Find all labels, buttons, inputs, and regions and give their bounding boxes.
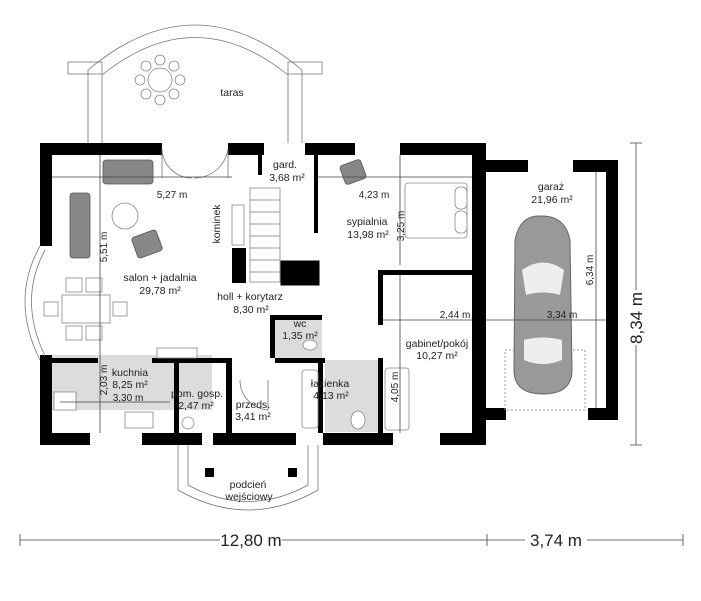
room-area-sypialnia: 13,98 m² — [347, 229, 389, 241]
dim-total-width-garage: 3,74 m — [530, 531, 582, 550]
kitchen-stove — [53, 391, 154, 429]
room-area-pom-gosp: 2,47 m² — [178, 400, 214, 412]
dim-garaz-depth: 6,34 m — [585, 255, 596, 286]
room-area-gabinet: 10,27 m² — [416, 350, 458, 362]
counter — [156, 347, 198, 359]
room-area-lazienka: 4,13 m² — [313, 390, 349, 402]
sofa — [69, 159, 367, 259]
room-label-holl: holl + korytarz — [217, 291, 283, 303]
stairs — [249, 187, 281, 283]
room-area-holl: 8,30 m² — [233, 304, 269, 316]
fireplace — [231, 204, 245, 246]
dim-kuchnia-width: 3,30 m — [113, 393, 144, 404]
entrance-porch — [177, 445, 319, 511]
kitchen-floor — [52, 355, 212, 410]
room-area-garaz: 21,96 m² — [531, 194, 573, 206]
terrace-table — [134, 54, 186, 106]
room-area-gard: 3,68 m² — [269, 172, 305, 184]
dim-total-width-house: 12,80 m — [220, 531, 281, 550]
room-area-wc: 1,35 m² — [282, 330, 318, 342]
walls — [40, 143, 618, 445]
room-label-taras: taras — [220, 87, 243, 99]
washing-machine — [181, 416, 195, 430]
room-label-salon: salon + jadalnia — [123, 272, 196, 284]
bed — [404, 182, 468, 239]
bathtub — [301, 367, 410, 431]
dimension-lines — [19, 142, 684, 546]
room-label-lazienka: łazienka — [311, 378, 350, 390]
dim-total-depth: 8,34 m — [627, 292, 646, 344]
room-label-sypialnia: sypialnia — [347, 216, 388, 228]
room-label-garaz: garaż — [538, 181, 564, 193]
room-area-salon: 29,78 m² — [139, 285, 181, 297]
entrance-door[interactable] — [239, 379, 269, 411]
dim-salon-width: 5,27 m — [157, 190, 188, 201]
room-area-przeds: 3,41 m² — [235, 411, 271, 423]
coffee-table — [111, 202, 139, 230]
dining-table — [43, 277, 128, 341]
room-label-gard: gard. — [273, 159, 297, 171]
room-label-gabinet: gabinet/pokój — [406, 338, 468, 350]
dim-garaz-width: 3,34 m — [547, 310, 578, 321]
bay-window — [24, 245, 41, 361]
terrace-door[interactable] — [161, 148, 229, 179]
room-label-podcien-2: wejściowy — [224, 491, 273, 503]
dim-sypialnia-width: 4,23 m — [359, 190, 390, 201]
room-label-przeds: przeds. — [236, 399, 270, 411]
dim-salon-depth: 5,51 m — [99, 232, 110, 263]
room-area-kuchnia: 8,25 m² — [112, 379, 148, 391]
toilet — [350, 410, 366, 430]
fireplace-label: kominek — [211, 204, 223, 244]
dim-kuchnia-depth: 2,03 m — [99, 365, 110, 396]
room-label-podcien: podcień — [230, 479, 267, 491]
sink — [302, 339, 318, 351]
room-label-kuchnia: kuchnia — [112, 367, 148, 379]
dim-gabinet-depth: 4,05 m — [390, 372, 401, 403]
car — [504, 215, 586, 411]
room-label-wc: wc — [293, 318, 307, 330]
terrace — [67, 24, 323, 143]
wc-floor — [270, 318, 322, 358]
room-label-pom-gosp: pom. gosp. — [171, 388, 223, 400]
dim-gabinet-width: 2,44 m — [440, 310, 471, 321]
dim-sypialnia-depth: 3,25 m — [396, 211, 407, 242]
